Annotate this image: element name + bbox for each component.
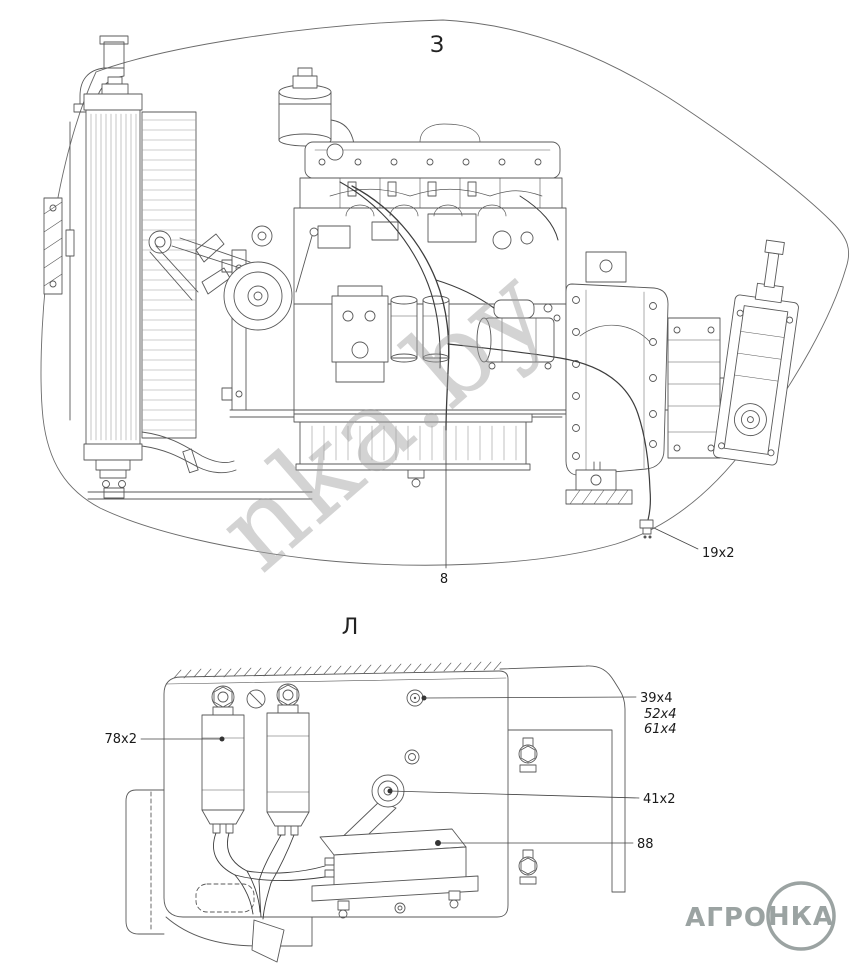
coolant-pipe (141, 431, 237, 474)
glow-plug-right (266, 683, 310, 836)
wiring-harness (339, 181, 651, 521)
logo-text-agro: АГРО (685, 903, 767, 933)
callout-leader-78x2 (140, 736, 225, 742)
callout-label-78x2: 78x2 (104, 732, 137, 747)
top-view-engine-assembly (40, 19, 850, 569)
lifting-bracket (585, 251, 627, 283)
hydraulic-unit (713, 239, 799, 466)
starter-motor (476, 299, 561, 370)
rear-bracket (499, 665, 626, 893)
radiator-shroud (141, 111, 197, 439)
panel-fastener-bolt-lower (518, 849, 538, 885)
callout-label-19x2: 19x2 (702, 546, 735, 561)
panel-screw (246, 689, 266, 709)
air-intake (278, 67, 355, 147)
callout-label-41x2: 41x2 (643, 792, 676, 807)
front-plate-and-crank-pulley (171, 225, 293, 411)
callout-label-88: 88 (637, 837, 654, 852)
logo-text-nka: НКА (768, 902, 834, 932)
callout-leader-19x2 (653, 527, 699, 550)
callout-leader-39x4 (421, 695, 637, 701)
callout-leader-88 (435, 840, 634, 846)
panel-bolt-39 (406, 689, 424, 707)
engine-mount-rear (565, 461, 633, 505)
relay-box-88 (311, 828, 479, 919)
wire-tag (251, 919, 285, 963)
wire-connector (639, 519, 654, 539)
top-edge-hatching (173, 661, 502, 679)
cylinder-head (299, 177, 563, 209)
callout-label-61x4: 61x4 (644, 722, 677, 737)
bottom-view-panel-assembly (125, 661, 640, 963)
radiator (83, 76, 143, 499)
wire-bundle (213, 832, 326, 920)
callout-label-39x4: 39x4 (640, 691, 673, 706)
callout-label-52x4: 52x4 (644, 707, 677, 722)
flywheel-housing (565, 283, 669, 476)
logo-circle (766, 881, 836, 951)
view-label-bottom: Л (342, 615, 359, 640)
clutch-housing (667, 317, 735, 459)
glow-plug-left-78 (201, 685, 245, 834)
panel-bolt-middle (404, 749, 420, 765)
panel-fastener-bolt-upper (518, 737, 538, 773)
injection-pump (331, 285, 389, 383)
valve-cover (304, 123, 561, 179)
side-mounting-bracket (43, 121, 75, 421)
agronka-logo: АГРО НКА (685, 881, 836, 951)
oil-pan (293, 413, 533, 488)
callout-label-8: 8 (440, 572, 448, 587)
view-label-top: З (430, 33, 444, 58)
callout-leader-41x2 (387, 788, 640, 799)
